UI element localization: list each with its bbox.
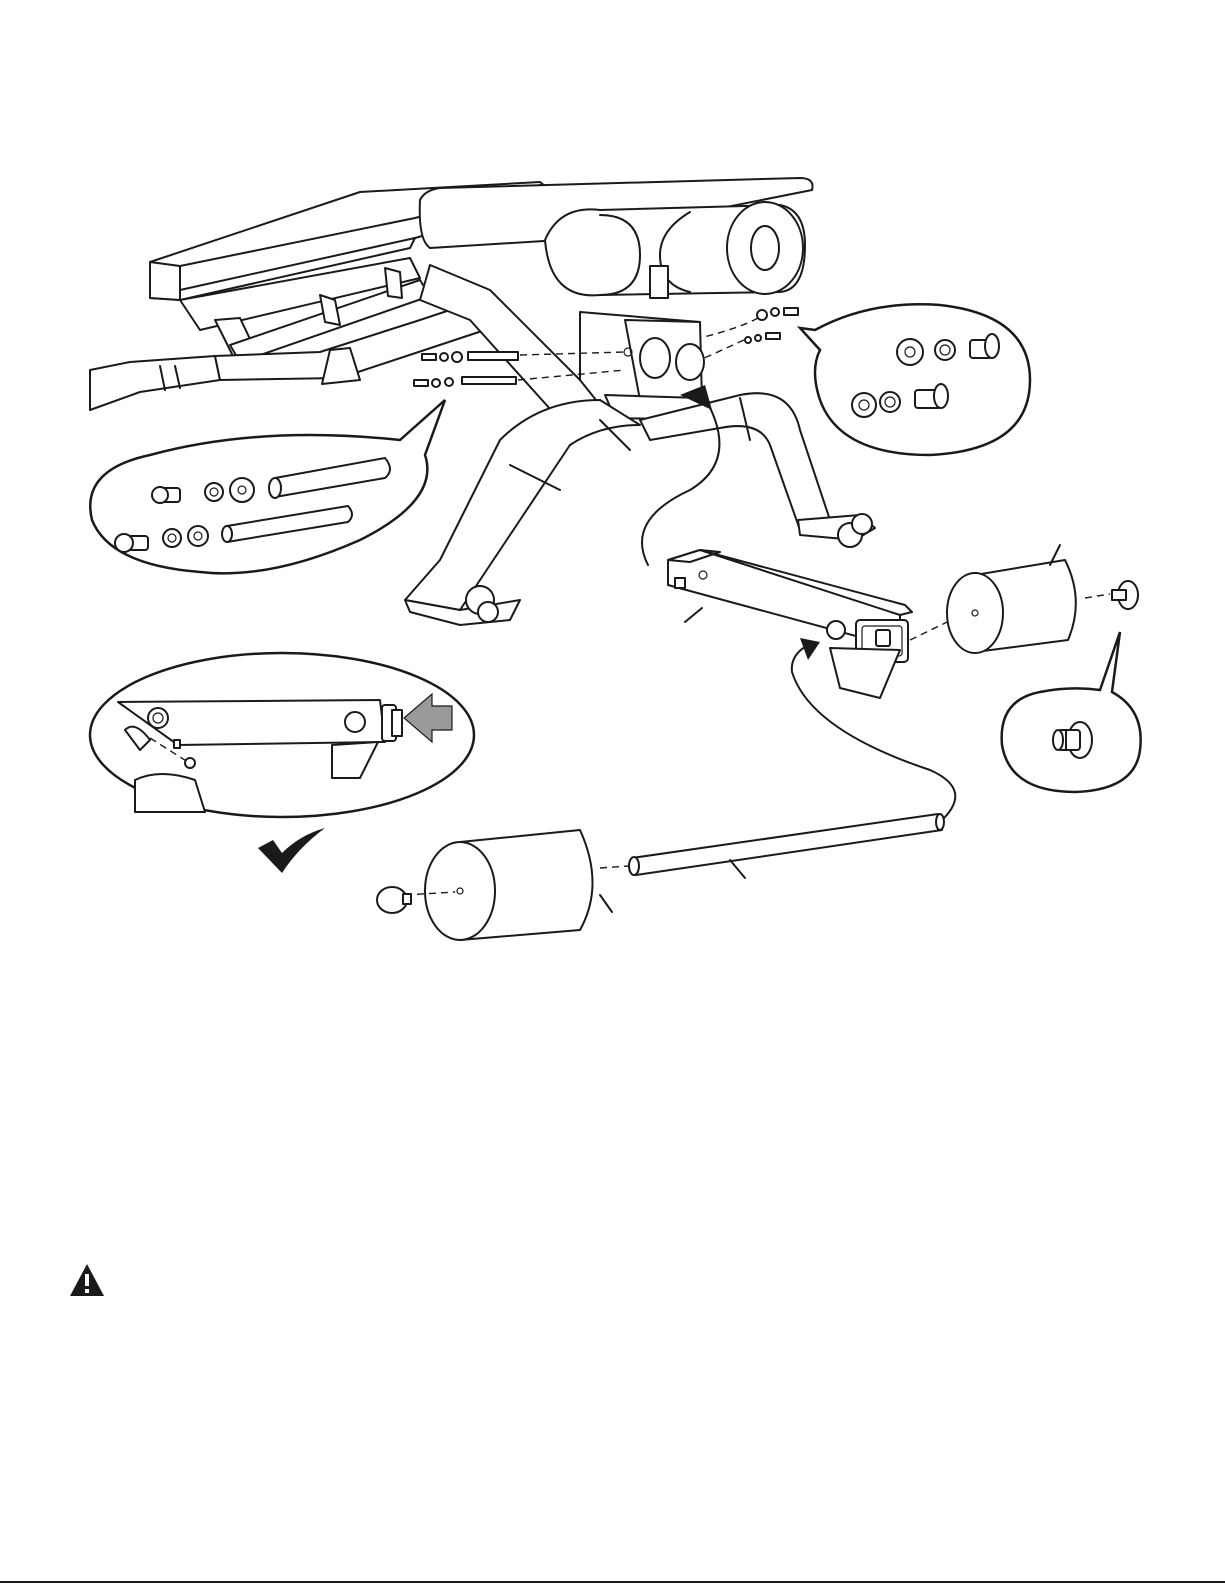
callout-hardware-right [800, 304, 1030, 455]
callout-hardware-left [90, 400, 445, 573]
end-cap-left-icon [377, 887, 411, 913]
warning-icon [70, 1264, 104, 1296]
assembly-axis-end-cap-right [1085, 594, 1110, 598]
assembly-axis-tube [600, 866, 628, 868]
roller-pad-left-icon [425, 830, 612, 940]
roller-pad-right-icon [947, 545, 1076, 653]
callout-end-cap-detail [1002, 632, 1141, 792]
callout-pop-pin-detail [90, 653, 474, 817]
checkmark-icon [258, 828, 325, 873]
bracket-hardware-right [700, 308, 798, 360]
leg-extension-arm-icon [668, 550, 912, 698]
roller-tube-icon [629, 814, 944, 878]
end-cap-right-icon [1112, 581, 1138, 609]
